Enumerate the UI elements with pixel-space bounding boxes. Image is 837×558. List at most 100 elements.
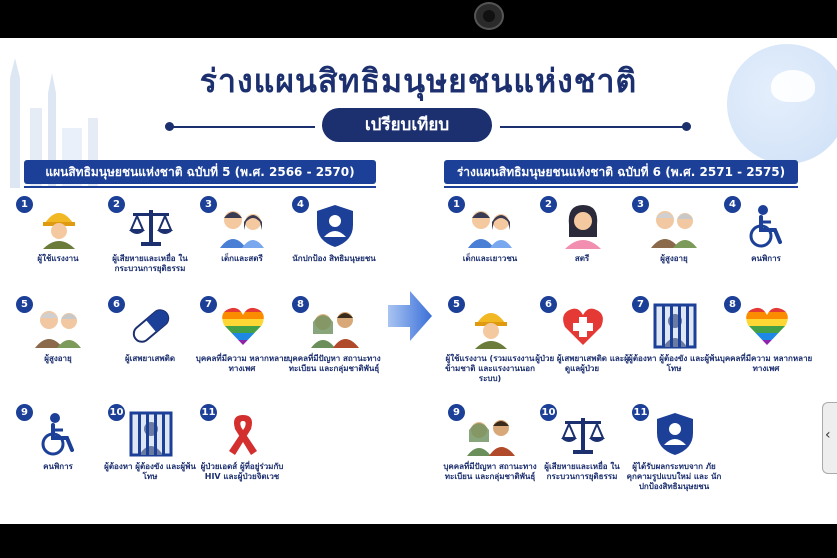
target-group-item: 2 ผู้เสียหายและเหยื่อ ในกระบวนการยุติธรรม bbox=[108, 196, 192, 292]
item-number: 7 bbox=[200, 296, 217, 313]
ethnic-group-icon bbox=[308, 302, 362, 350]
item-label: คนพิการ bbox=[751, 254, 781, 263]
item-label: ผู้เสียหายและเหยื่อ ในกระบวนการยุติธรรม bbox=[544, 462, 620, 481]
target-group-item: 9 คนพิการ bbox=[16, 404, 100, 500]
slide: ร่างแผนสิทธิมนุษยชนแห่งชาติ เปรียบเทียบ … bbox=[0, 38, 837, 524]
item-number: 3 bbox=[200, 196, 217, 213]
item-number: 10 bbox=[108, 404, 125, 421]
scales-icon bbox=[556, 410, 610, 458]
item-number: 2 bbox=[108, 196, 125, 213]
item-number: 1 bbox=[448, 196, 465, 213]
item-number: 1 bbox=[16, 196, 33, 213]
item-number: 5 bbox=[16, 296, 33, 313]
item-label: ผู้ต้องหา ผู้ต้องขัง และผู้พ้นโทษ bbox=[628, 354, 720, 373]
item-label: บุคคลที่มีปัญหา สถานะทางทะเบียน และกลุ่ม… bbox=[443, 462, 537, 481]
target-group-item: 11 ผู้ป่วยเอดส์ ผู้ที่อยู่ร่วมกับ HIV และ… bbox=[200, 404, 284, 500]
item-label: สตรี bbox=[574, 254, 590, 263]
item-number: 3 bbox=[632, 196, 649, 213]
item-label: นักปกป้อง สิทธิมนุษยชน bbox=[292, 254, 376, 263]
compare-badge: เปรียบเทียบ bbox=[322, 108, 492, 142]
item-label: ผู้เสพยาเสพติด bbox=[124, 354, 176, 363]
ribbon-icon bbox=[216, 410, 270, 458]
item-label: ผู้สูงอายุ bbox=[660, 254, 688, 263]
item-number: 9 bbox=[16, 404, 33, 421]
medical-cross-icon bbox=[556, 302, 610, 350]
target-group-item: 1 ผู้ใช้แรงงาน bbox=[16, 196, 100, 292]
item-label: บุคคลที่มีความ หลากหลายทางเพศ bbox=[195, 354, 289, 373]
item-label: ผู้ใช้แรงงาน bbox=[37, 254, 79, 263]
rainbow-heart-icon bbox=[216, 302, 270, 350]
worker-icon bbox=[464, 302, 518, 350]
webcam-notch bbox=[474, 2, 504, 30]
item-number: 7 bbox=[632, 296, 649, 313]
item-number: 4 bbox=[724, 196, 741, 213]
item-label: ผู้ป่วยเอดส์ ผู้ที่อยู่ร่วมกับ HIV และผู… bbox=[200, 462, 284, 481]
target-group-item: 11 ผู้ได้รับผลกระทบจาก ภัยคุกคามรูปแบบใหม… bbox=[627, 404, 721, 500]
arrow-right-icon bbox=[388, 291, 432, 341]
item-label: ผู้ป่วย ผู้เสพยาเสพติด และผู้ดูแลผู้ป่วย bbox=[535, 354, 629, 373]
item-number: 11 bbox=[632, 404, 649, 421]
left-panel-heading: แผนสิทธิมนุษยชนแห่งชาติ ฉบับที่ 5 (พ.ศ. … bbox=[24, 160, 376, 188]
target-group-item: 6 ผู้เสพยาเสพติด bbox=[108, 296, 192, 392]
chevron-left-icon: ‹ bbox=[825, 427, 831, 443]
item-number: 5 bbox=[448, 296, 465, 313]
item-number: 10 bbox=[540, 404, 557, 421]
wheelchair-icon bbox=[740, 202, 794, 250]
target-group-item: 6 ผู้ป่วย ผู้เสพยาเสพติด และผู้ดูแลผู้ป่ว… bbox=[535, 296, 629, 392]
divider-dot-right bbox=[682, 122, 691, 131]
target-group-item: 4 คนพิการ bbox=[724, 196, 808, 292]
rainbow-heart-icon bbox=[740, 302, 794, 350]
item-label: ผู้ใช้แรงงาน (รวมแรงงานข้ามชาติ และแรงงา… bbox=[445, 354, 535, 383]
target-group-item: 2 สตรี bbox=[540, 196, 624, 292]
item-label: ผู้สูงอายุ bbox=[44, 354, 72, 363]
globe-decoration bbox=[727, 44, 837, 164]
target-group-item: 8 บุคคลที่มีความ หลากหลายทางเพศ bbox=[720, 296, 812, 392]
shield-person-icon bbox=[308, 202, 362, 250]
item-label: เด็กและเยาวชน bbox=[462, 254, 518, 263]
target-group-item: 4 นักปกป้อง สิทธิมนุษยชน bbox=[292, 196, 376, 292]
target-group-item: 9 บุคคลที่มีปัญหา สถานะทางทะเบียน และกลุ่… bbox=[443, 404, 537, 500]
target-group-item: 8 บุคคลที่มีปัญหา สถานะทางทะเบียน และกลุ่… bbox=[287, 296, 381, 392]
target-group-item: 5 ผู้สูงอายุ bbox=[16, 296, 100, 392]
right-panel-heading: ร่างแผนสิทธิมนุษยชนแห่งชาติ ฉบับที่ 6 (พ… bbox=[444, 160, 798, 188]
ethnic-group-icon bbox=[464, 410, 518, 458]
side-panel-toggle[interactable]: ‹ bbox=[822, 402, 837, 474]
divider-dot-left bbox=[165, 122, 174, 131]
target-group-item: 10 ผู้ต้องหา ผู้ต้องขัง และผู้พ้นโทษ bbox=[104, 404, 196, 500]
item-number: 8 bbox=[292, 296, 309, 313]
target-group-item: 7 บุคคลที่มีความ หลากหลายทางเพศ bbox=[196, 296, 288, 392]
worker-icon bbox=[32, 202, 86, 250]
elderly-icon bbox=[32, 302, 86, 350]
item-number: 11 bbox=[200, 404, 217, 421]
divider-right bbox=[500, 126, 685, 128]
elderly-icon bbox=[648, 202, 702, 250]
wheelchair-icon bbox=[32, 410, 86, 458]
dove-decoration bbox=[771, 70, 815, 102]
children-icon bbox=[216, 202, 270, 250]
target-group-item: 3 ผู้สูงอายุ bbox=[632, 196, 716, 292]
item-label: บุคคลที่มีความ หลากหลายทางเพศ bbox=[719, 354, 813, 373]
item-label: ผู้ได้รับผลกระทบจาก ภัยคุกคามรูปแบบใหม่ … bbox=[626, 462, 722, 491]
item-label: คนพิการ bbox=[43, 462, 73, 471]
target-group-item: 10 ผู้เสียหายและเหยื่อ ในกระบวนการยุติธรร… bbox=[540, 404, 624, 500]
page-title: ร่างแผนสิทธิมนุษยชนแห่งชาติ bbox=[199, 62, 638, 100]
item-number: 2 bbox=[540, 196, 557, 213]
item-label: ผู้เสียหายและเหยื่อ ในกระบวนการยุติธรรม bbox=[112, 254, 188, 273]
item-number: 6 bbox=[540, 296, 557, 313]
target-group-item: 1 เด็กและเยาวชน bbox=[448, 196, 532, 292]
item-number: 9 bbox=[448, 404, 465, 421]
target-group-item: 5 ผู้ใช้แรงงาน (รวมแรงงานข้ามชาติ และแรงง… bbox=[445, 296, 535, 392]
item-number: 8 bbox=[724, 296, 741, 313]
prison-icon bbox=[124, 410, 178, 458]
prison-icon bbox=[648, 302, 702, 350]
scales-icon bbox=[124, 202, 178, 250]
item-number: 4 bbox=[292, 196, 309, 213]
capsule-icon bbox=[124, 302, 178, 350]
item-label: เด็กและสตรี bbox=[221, 254, 263, 263]
item-number: 6 bbox=[108, 296, 125, 313]
target-group-item: 3 เด็กและสตรี bbox=[200, 196, 284, 292]
woman-icon bbox=[556, 202, 610, 250]
item-label: บุคคลที่มีปัญหา สถานะทางทะเบียน และกลุ่ม… bbox=[287, 354, 381, 373]
children-icon bbox=[464, 202, 518, 250]
item-label: ผู้ต้องหา ผู้ต้องขัง และผู้พ้นโทษ bbox=[104, 462, 196, 481]
